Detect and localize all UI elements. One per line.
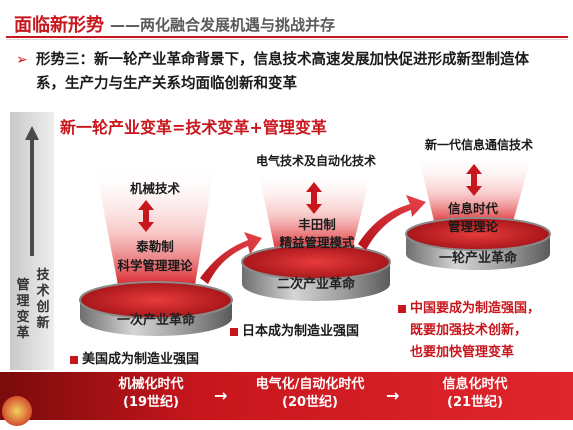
stage-3-tech-label: 新一代信息通信技术 <box>424 138 533 152</box>
square-bullet-icon <box>70 355 78 364</box>
stage-2-double-arrow-icon <box>306 182 322 214</box>
stage-3-platform-label: 一轮产业革命 <box>438 251 517 266</box>
stage-1-tech-label: 机械技术 <box>129 181 180 196</box>
stage-1-platform-label: 一次产业革命 <box>116 313 195 328</box>
era-information: 信息化时代 (21世纪) <box>442 377 508 410</box>
header: 面临新形势 ——两化融合发展机遇与挑战并存 <box>6 4 566 38</box>
stage-2-note: 日本成为制造业强国 <box>230 320 359 339</box>
stage-1-note: 美国成为制造业强国 <box>70 348 199 367</box>
era-electrification: 电气化/自动化时代 (20世纪) <box>255 377 365 410</box>
stage-2-platform-label: 二次产业革命 <box>276 277 355 292</box>
header-divider <box>6 36 568 38</box>
formula-heading: 新一轮产业变革=技术变革+管理变革 <box>60 118 327 137</box>
page-subtitle: ——两化融合发展机遇与挑战并存 <box>110 16 336 34</box>
stage-3-mgmt-label-2: 管理理论 <box>447 219 498 234</box>
side-axis-label-management: 管理变革 <box>16 278 30 341</box>
stage-2-platform-top <box>242 245 390 279</box>
stage-1-mgmt-label-1: 泰勒制 <box>136 239 174 254</box>
double-arrow-icons <box>138 164 482 232</box>
up-arrow-shaft <box>30 140 34 256</box>
stage-3-note: 中国要成为制造强国， 既要加强技术创新， 也要加快管理变革 <box>398 298 540 364</box>
stage-1-spotlight <box>95 165 215 285</box>
bullet-text: 形势三：新一轮产业革命背景下，信息技术高速发展加快促进形成新型制造体系，生产力与… <box>36 52 529 92</box>
stage-2-mgmt-label-1: 丰田制 <box>298 217 336 232</box>
organization-logo <box>2 396 32 426</box>
stage-3-double-arrow-icon <box>466 164 482 196</box>
stage-1-to-2-arrow-icon <box>200 232 262 284</box>
stage-1-mgmt-label-2: 科学管理理论 <box>117 258 193 273</box>
era-arrow-icon: → <box>214 386 228 405</box>
header-divider-light <box>6 39 568 40</box>
stage-1-platform-top <box>80 282 232 318</box>
era-arrow-icon: → <box>386 386 400 405</box>
era-timeline-band <box>0 372 573 420</box>
stage-2-to-3-arrow-icon <box>358 195 426 250</box>
up-arrow-icon <box>25 126 39 140</box>
stage-2-tech-label: 电气技术及自动化技术 <box>255 154 376 168</box>
stage-2 <box>241 170 391 301</box>
stage-3 <box>405 155 551 270</box>
bullet-arrow-icon: ➢ <box>16 52 28 68</box>
square-bullet-icon <box>398 304 406 313</box>
stage-3-mgmt-label-1: 信息时代 <box>447 201 498 216</box>
stage-2-mgmt-label-2: 精益管理模式 <box>279 235 355 250</box>
stage-1-double-arrow-icon <box>138 200 154 232</box>
square-bullet-icon <box>230 327 238 336</box>
era-mechanization: 机械化时代 (19世纪) <box>118 377 184 410</box>
stage-3-platform-top <box>406 218 550 250</box>
side-axis-label-technology: 技术创新 <box>36 268 50 331</box>
page-title: 面临新形势 <box>14 15 104 36</box>
stage-1 <box>79 165 233 336</box>
